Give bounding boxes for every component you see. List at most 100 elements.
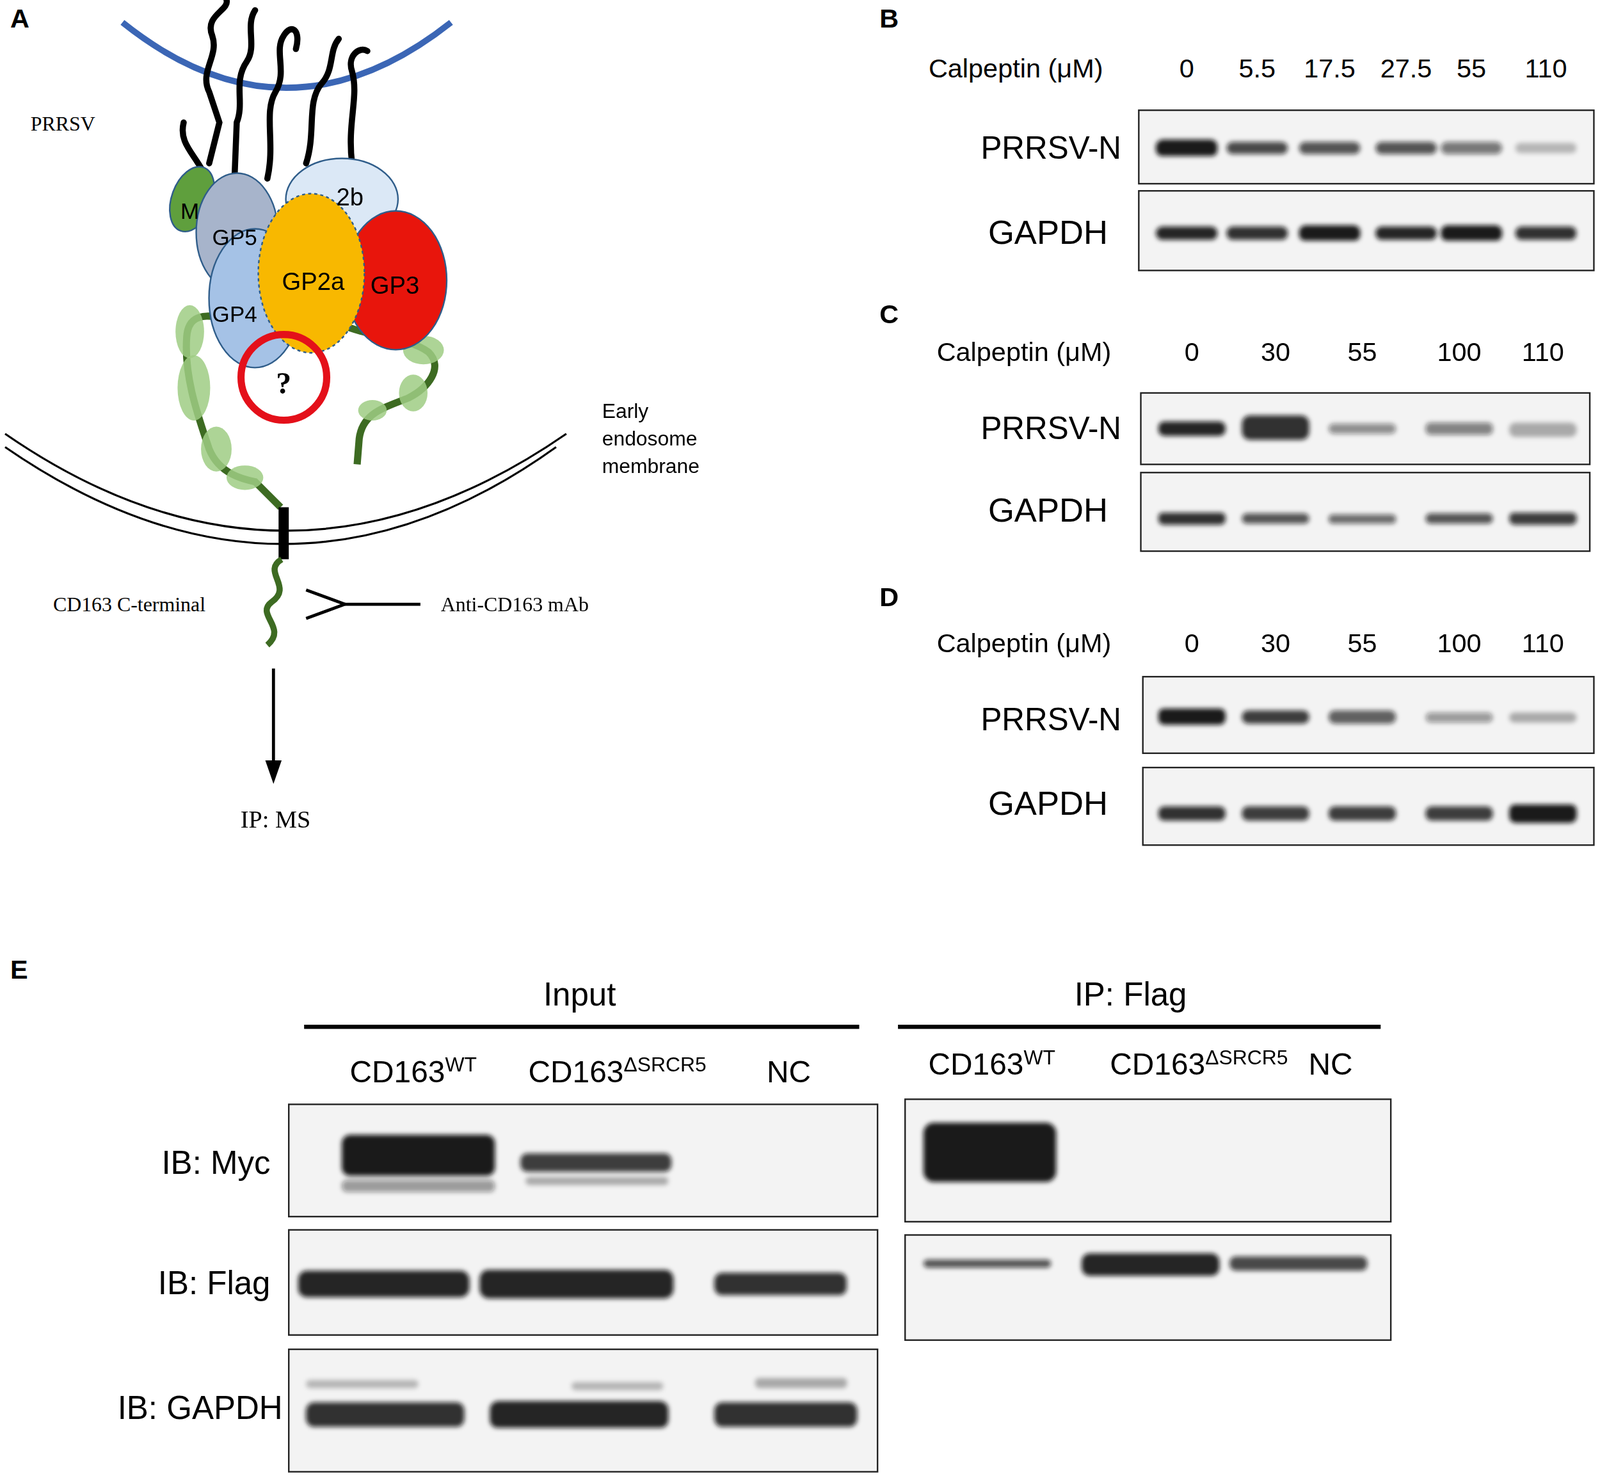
blot-band bbox=[1509, 804, 1577, 824]
blot-band bbox=[1158, 806, 1226, 821]
dose-value: 27.5 bbox=[1380, 53, 1433, 84]
blot-label: GAPDH bbox=[988, 213, 1108, 253]
blot-band bbox=[1158, 512, 1226, 525]
blot-band bbox=[1299, 142, 1361, 155]
blot-band bbox=[1425, 422, 1493, 435]
blot-band bbox=[1241, 415, 1309, 440]
axis-title: Calpeptin (μM) bbox=[928, 53, 1104, 84]
blot-band bbox=[1241, 513, 1309, 524]
protein-label: GP5 bbox=[212, 225, 258, 251]
cd163-receptor bbox=[175, 305, 444, 646]
dose-value: 0 bbox=[1179, 53, 1195, 84]
blot-band bbox=[1158, 421, 1226, 436]
blot-band bbox=[571, 1381, 664, 1391]
dose-value: 0 bbox=[1184, 627, 1200, 659]
protein-label: M bbox=[180, 199, 200, 224]
cd163-receptor bbox=[175, 305, 205, 359]
blot-band bbox=[714, 1272, 847, 1296]
blot-band bbox=[1328, 806, 1396, 821]
blot-band bbox=[489, 1400, 669, 1428]
panel-letter: D bbox=[879, 581, 899, 613]
down-arrow bbox=[265, 668, 283, 784]
axis-title: Calpeptin (μM) bbox=[936, 336, 1112, 368]
membrane-proteins bbox=[267, 29, 298, 179]
panel-letter: B bbox=[879, 3, 899, 34]
cd163-receptor bbox=[398, 374, 428, 411]
cd163-receptor bbox=[177, 355, 210, 421]
domain-label: CD163 C-terminal bbox=[53, 593, 206, 617]
blot-band bbox=[1299, 225, 1361, 241]
virus-label: PRRSV bbox=[30, 112, 96, 137]
dose-value: 100 bbox=[1436, 336, 1481, 368]
blot-band bbox=[1509, 712, 1577, 723]
blot-band bbox=[1375, 226, 1437, 240]
lane-label: CD163 bbox=[528, 1054, 624, 1089]
antibody-symbol bbox=[305, 590, 421, 619]
blot-band bbox=[1425, 712, 1493, 723]
dose-value: 17.5 bbox=[1303, 53, 1356, 84]
panel-letter: E bbox=[10, 954, 29, 985]
blot-band bbox=[1509, 422, 1577, 437]
blot-band bbox=[755, 1377, 847, 1389]
down-arrow bbox=[265, 760, 283, 784]
blot-band bbox=[341, 1134, 495, 1176]
dose-value: 55 bbox=[1347, 336, 1377, 368]
lane-label: CD163 bbox=[350, 1054, 446, 1089]
lane-superscript: ΔSRCR5 bbox=[623, 1052, 706, 1076]
protein-label: GP2a bbox=[282, 268, 345, 296]
membrane-proteins bbox=[234, 10, 256, 174]
lane-label-group: CD163ΔSRCR5 bbox=[1109, 1046, 1288, 1082]
blot-frame bbox=[1138, 110, 1594, 184]
lane-superscript: ΔSRCR5 bbox=[1205, 1045, 1288, 1069]
endosome-membrane bbox=[5, 433, 567, 531]
blot-band bbox=[520, 1153, 672, 1172]
blot-band bbox=[1515, 226, 1577, 240]
endosome-membrane bbox=[5, 433, 567, 544]
membrane-proteins bbox=[350, 49, 368, 164]
membrane-proteins bbox=[182, 122, 204, 174]
blot-band bbox=[341, 1179, 495, 1192]
blot-band bbox=[479, 1269, 674, 1299]
blot-frame bbox=[1143, 767, 1595, 845]
dose-value: 30 bbox=[1260, 336, 1291, 368]
membrane-proteins bbox=[182, 0, 368, 179]
dose-value: 110 bbox=[1524, 53, 1567, 84]
down-arrow bbox=[272, 668, 276, 763]
blot-band bbox=[923, 1122, 1056, 1182]
blot-label: GAPDH bbox=[988, 784, 1108, 824]
blot-frame bbox=[1141, 392, 1591, 465]
blot-label: PRRSV-N bbox=[980, 701, 1122, 738]
lane-superscript: WT bbox=[444, 1052, 477, 1076]
cd163-receptor bbox=[226, 465, 264, 490]
method-label: IP: MS bbox=[240, 805, 311, 834]
dose-value: 30 bbox=[1260, 627, 1291, 659]
lane-label-group: CD163ΔSRCR5 bbox=[528, 1054, 706, 1090]
blot-band bbox=[923, 1259, 1051, 1268]
blot-label: IB: Myc bbox=[161, 1144, 271, 1183]
panel-letter: A bbox=[10, 3, 30, 34]
axis-title: Calpeptin (μM) bbox=[936, 627, 1112, 659]
group-underline bbox=[304, 1024, 859, 1029]
blot-band bbox=[298, 1270, 470, 1297]
lane-label-group: CD163WT bbox=[350, 1054, 477, 1090]
blot-frame bbox=[288, 1230, 878, 1336]
blot-band bbox=[1328, 710, 1396, 724]
blot-band bbox=[1241, 806, 1309, 821]
lane-superscript: WT bbox=[1023, 1045, 1056, 1069]
blot-frame bbox=[288, 1104, 878, 1216]
blot-label: PRRSV-N bbox=[980, 410, 1122, 447]
blot-band bbox=[1241, 710, 1309, 724]
blot-band bbox=[1509, 512, 1577, 525]
blot-frame bbox=[1141, 472, 1591, 552]
cd163-receptor bbox=[266, 559, 282, 646]
endosome-membrane bbox=[5, 446, 557, 544]
blot-band bbox=[305, 1402, 464, 1427]
dose-value: 110 bbox=[1521, 627, 1565, 659]
blot-band bbox=[1081, 1253, 1220, 1276]
blot-band bbox=[1515, 142, 1577, 153]
dose-value: 100 bbox=[1436, 627, 1481, 659]
dose-value: 110 bbox=[1521, 336, 1565, 368]
protein-ellipse-shape bbox=[257, 193, 365, 354]
blot-band bbox=[1328, 514, 1396, 524]
